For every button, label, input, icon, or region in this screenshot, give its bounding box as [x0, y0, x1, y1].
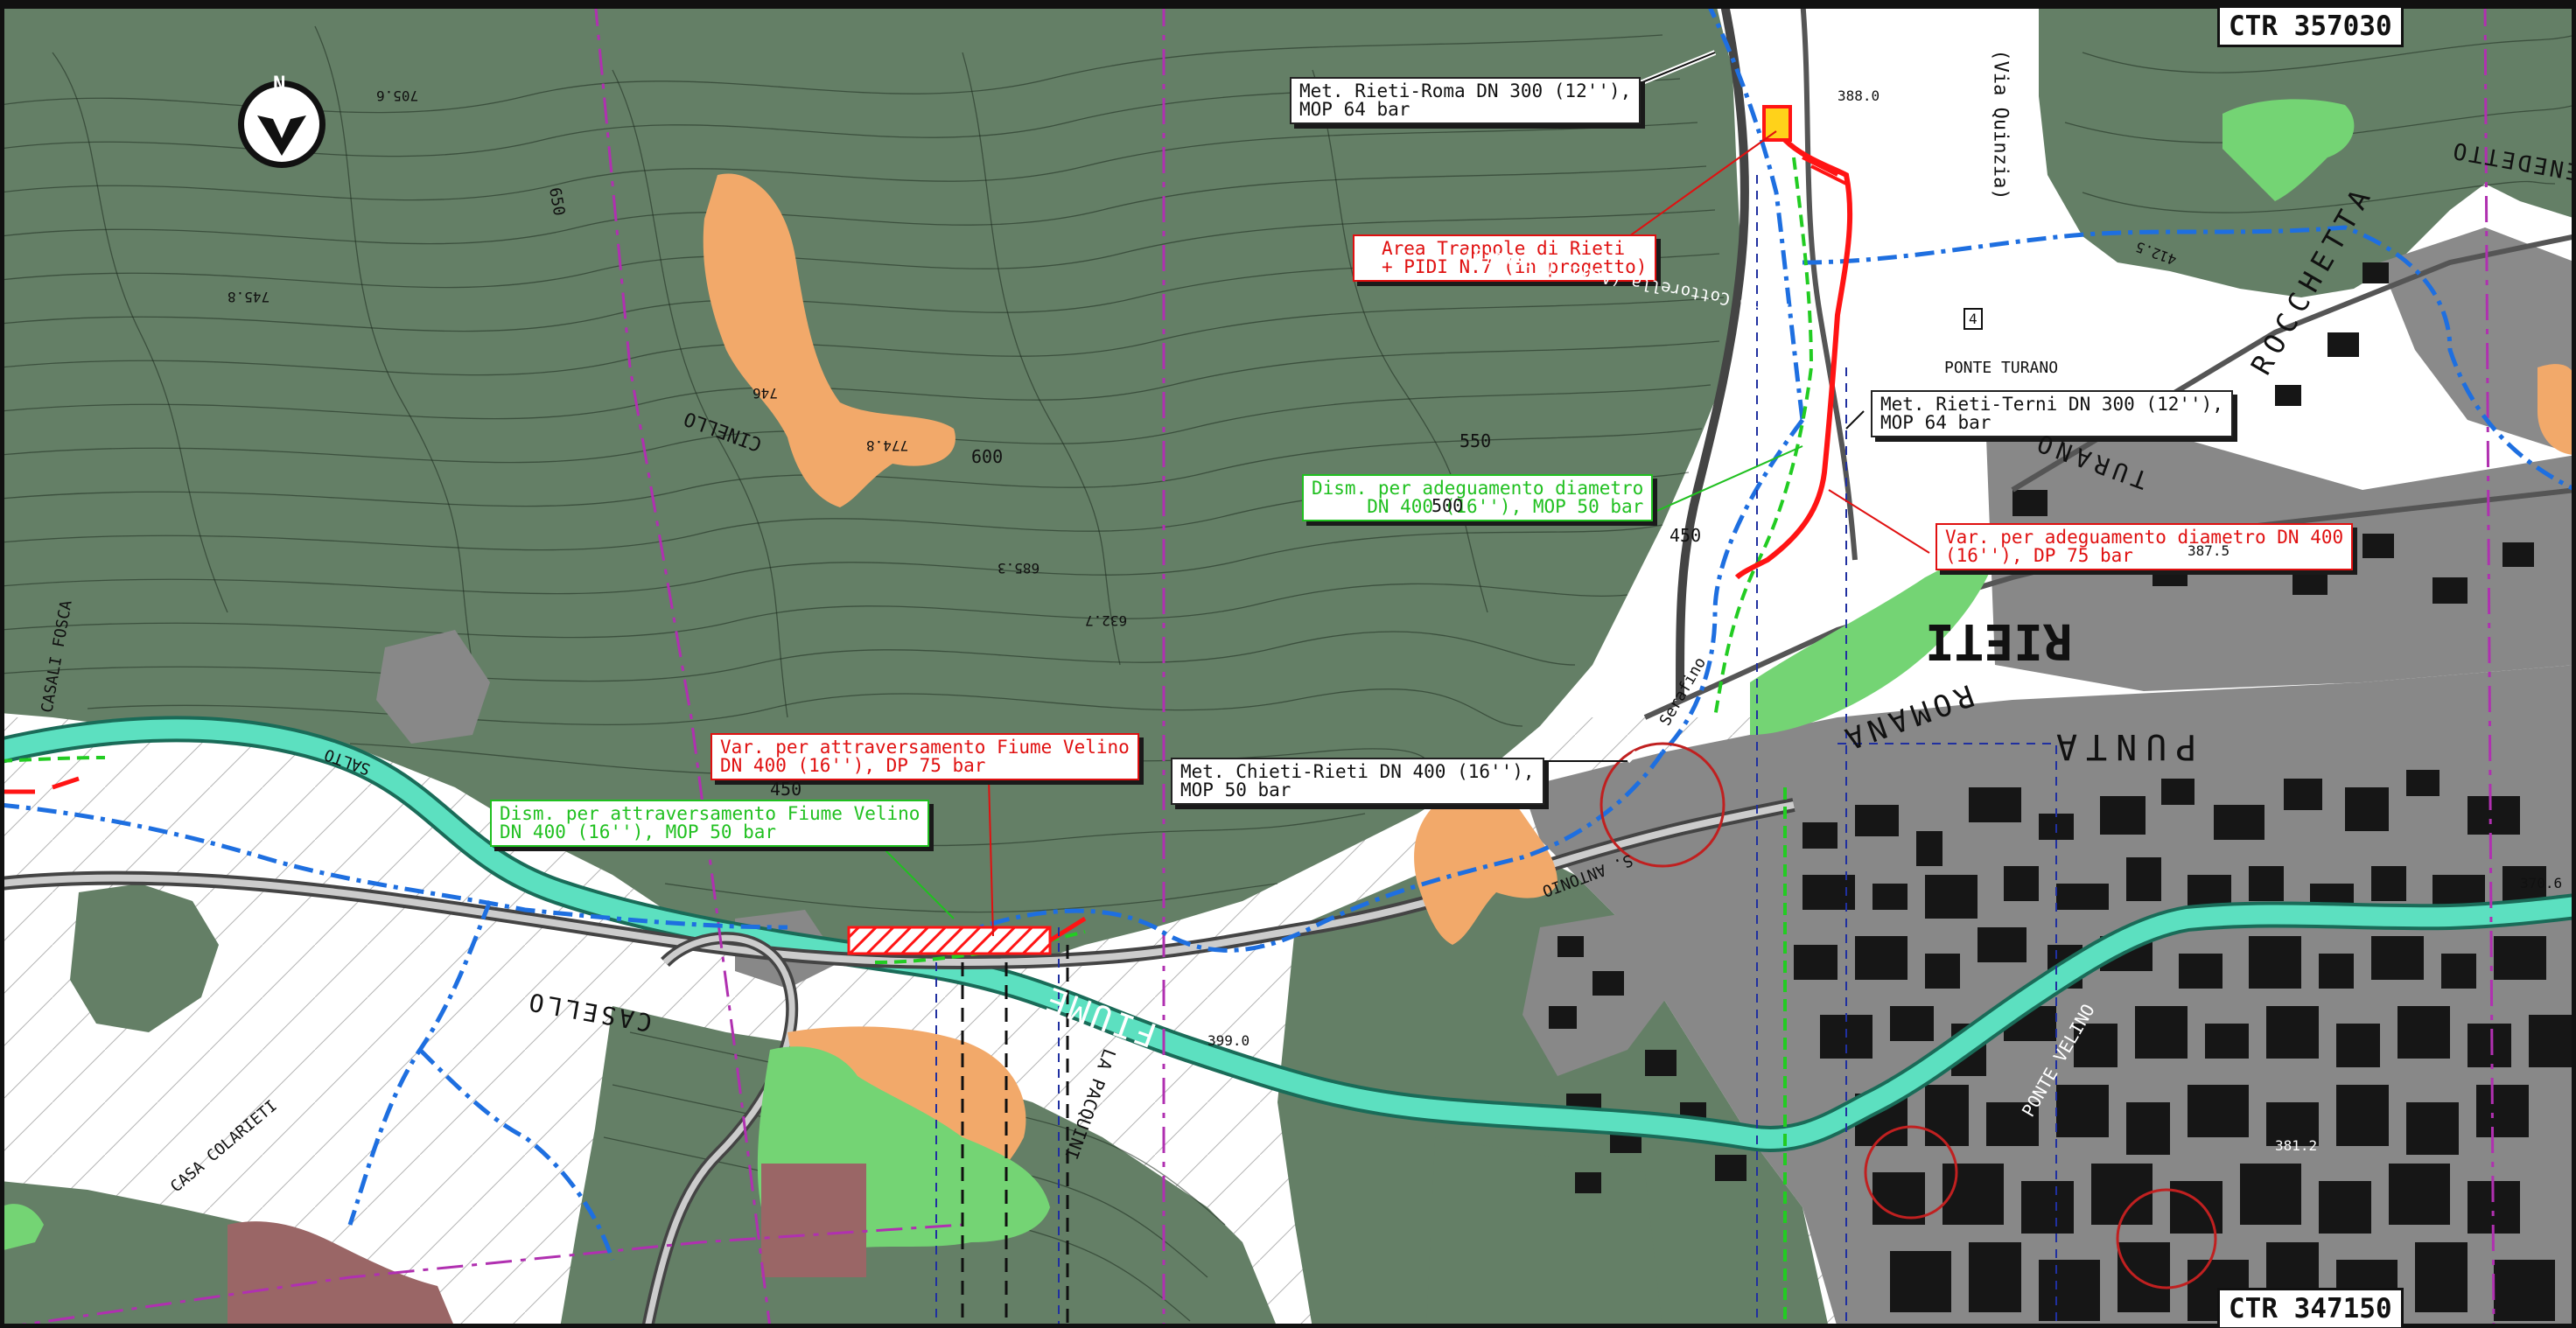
poi-circle-1 — [1600, 742, 1726, 868]
annotation-var-adeguamento[interactable]: Var. per adeguamento diametro DN 400 (16… — [1936, 523, 2354, 570]
annotation-line: Met. Chieti-Rieti DN 400 (16''), — [1180, 761, 1535, 782]
elevation-label: 388.0 — [1838, 87, 1880, 104]
north-arrow — [238, 80, 326, 168]
annotation-line: DN 400 (16''), MOP 50 bar — [1367, 496, 1644, 517]
elevation-label: 600 — [971, 446, 1004, 467]
annotation-line: + PIDI N.7 (in progetto) — [1382, 256, 1648, 277]
road-north — [1676, 0, 1749, 701]
ctr-label-top: CTR 357030 — [2217, 5, 2404, 47]
elevation-label: 632.7 — [1085, 612, 1128, 629]
forest-bottom-right-strip — [1426, 1137, 1662, 1328]
elevation-label: 500 — [1432, 495, 1464, 516]
existing-gas-lines — [0, 0, 2576, 1261]
annotation-var-attraversamento[interactable]: Var. per attraversamento Fiume Velino DN… — [710, 733, 1139, 780]
annotation-line: (16''), DP 75 bar — [1945, 545, 2133, 566]
poi-circle-2 — [1864, 1125, 1958, 1220]
elevation-label: 550 — [1460, 430, 1492, 451]
boundary-lines — [0, 0, 2496, 1328]
annotation-line: Area Trappole di Rieti — [1382, 238, 1626, 259]
elevation-label: 774.8 — [866, 437, 909, 454]
annotation-line: Var. per adeguamento diametro DN 400 — [1945, 527, 2344, 548]
annotation-line: MOP 64 bar — [1880, 412, 1992, 433]
annotation-area-trappole[interactable]: Area Trappole di Rieti + PIDI N.7 (in pr… — [1353, 234, 1657, 282]
annotation-met-rieti-terni[interactable]: Met. Rieti-Terni DN 300 (12''), MOP 64 b… — [1871, 390, 2233, 437]
elevation-label: 381.2 — [2275, 1137, 2318, 1154]
brown-area-2 — [761, 1164, 866, 1277]
brown-area-1 — [228, 1221, 455, 1328]
elevation-label: 399.0 — [1208, 1032, 1250, 1049]
north-letter: N — [273, 72, 286, 96]
buildings — [1549, 262, 2572, 1321]
forest-right-slope — [1278, 840, 1829, 1328]
poi-circle-3 — [2116, 1188, 2217, 1290]
annotation-line: DN 400 (16''), DP 75 bar — [720, 755, 986, 776]
forest-left-hill — [70, 884, 219, 1032]
annotation-line: MOP 50 bar — [1180, 779, 1292, 800]
annotation-line: Dism. per adeguamento diametro — [1312, 478, 1644, 499]
place-rieti: RIETI — [1925, 612, 2073, 669]
annotation-met-rieti-roma[interactable]: Met. Rieti-Roma DN 300 (12''), MOP 64 ba… — [1290, 77, 1642, 124]
landslide-area-1 — [703, 173, 956, 507]
annotation-line: MOP 64 bar — [1299, 99, 1410, 120]
elevation-label: 370.6 — [2520, 875, 2563, 891]
project-variants — [0, 137, 1853, 794]
annotation-dism-adeguamento[interactable]: Dism. per adeguamento diametro DN 400 (1… — [1302, 474, 1654, 521]
trap-area-marker — [1762, 105, 1792, 142]
ctr-label-bottom: CTR 347150 — [2217, 1288, 2404, 1328]
elevation-label: 450 — [1670, 525, 1702, 546]
meadow-area-3 — [2222, 99, 2355, 201]
annotation-line: Var. per attraversamento Fiume Velino — [720, 737, 1130, 758]
meadow-area-4 — [0, 1204, 44, 1251]
var-attraversamento-hatch — [847, 926, 1052, 955]
road-marker: 4 — [1964, 308, 1983, 330]
elevation-label: 685.3 — [998, 560, 1040, 577]
landslide-area-4 — [2538, 364, 2576, 455]
place-via-quinzia: (Via Quinzia) — [1989, 49, 2012, 200]
place-ponte-turano: PONTE TURANO — [1944, 359, 2059, 377]
elevation-label: 450 — [770, 779, 802, 800]
elevation-label: 387.5 — [2188, 542, 2230, 559]
meadow-area-2 — [1750, 525, 1995, 735]
annotation-line: DN 400 (16''), MOP 50 bar — [500, 821, 777, 842]
var-adeguamento-line — [1734, 137, 1853, 580]
annotation-dism-attraversamento[interactable]: Dism. per attraversamento Fiume Velino D… — [490, 800, 930, 847]
annotation-line: Dism. per attraversamento Fiume Velino — [500, 803, 920, 824]
elevation-label: 745.8 — [228, 289, 270, 305]
grey-area-left — [376, 630, 490, 744]
annotation-line: Met. Rieti-Roma DN 300 (12''), — [1299, 80, 1632, 101]
elevation-label: 705.6 — [376, 87, 419, 104]
place-punta: PUNTA — [2048, 726, 2197, 766]
elevation-label: 746 — [752, 385, 778, 402]
annotation-met-chieti-rieti[interactable]: Met. Chieti-Rieti DN 400 (16''), MOP 50 … — [1171, 758, 1544, 805]
annotation-line: Met. Rieti-Terni DN 300 (12''), — [1880, 394, 2223, 415]
